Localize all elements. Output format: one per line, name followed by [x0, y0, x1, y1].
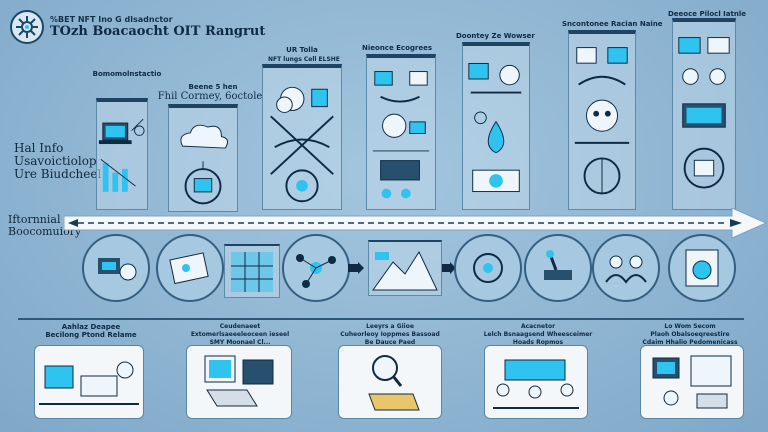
cloud-globe-icon — [180, 124, 229, 205]
node-square-3 — [224, 244, 280, 298]
column-sub-2: Fhil Cormey, 6octole — [157, 91, 263, 102]
bottom-card-3 — [338, 345, 442, 419]
cycle-icon — [473, 253, 503, 283]
computer-setup-icon — [204, 355, 274, 407]
bottom-label-line: Cuheorleoy Ioppmes Bassoad — [340, 331, 440, 338]
stage-panel-1 — [96, 98, 148, 210]
column-sub-3: NFT lungs Cell ELSHE — [268, 56, 340, 63]
side-title-line: Hal Info — [14, 141, 64, 155]
column-label-6: Sncontonee Racian Naine — [562, 20, 663, 28]
bottom-label-line: Ceudenaeet — [219, 323, 261, 330]
header: %BET NFT Ino G dlsadnctor TOzh Boacaocht… — [10, 10, 265, 44]
bottom-label-line: Be Dauce Paed — [364, 339, 416, 346]
bottom-label-line: Leeyrs a Giioe — [366, 323, 414, 330]
bottom-label-4: Acacnetor Lelch Bsnaagsend Wheesceimer H… — [482, 323, 594, 347]
node-circle-2 — [156, 234, 224, 302]
washing-machine-icon — [685, 249, 719, 287]
column-label-4: Nieonce Ecogrees — [362, 44, 432, 52]
axis-label-line: Iftornnial — [8, 213, 61, 226]
stage-panel-3 — [262, 64, 342, 210]
stage-panel-2 — [168, 104, 238, 212]
stage-panel-7 — [672, 18, 736, 210]
bottom-card-5 — [640, 345, 744, 419]
bottom-label-2: Ceudenaeet Extomerlsaeeeleoceen ieseel S… — [180, 323, 300, 347]
database-cloud-icon — [270, 86, 334, 203]
bottom-label-line: Acacnetor — [520, 323, 556, 330]
bottom-label-line: Lelch Bsnaagsend Wheesceimer — [483, 331, 593, 338]
laptop-network-icon — [98, 118, 145, 192]
bottom-label-line: Plaoh Obalsoeqreestire — [650, 331, 730, 338]
column-label-1: Bomomolnstactio — [92, 70, 162, 78]
home-office-icon — [39, 361, 139, 405]
water-drop-icon — [468, 62, 522, 193]
agent-robot-icon — [574, 47, 630, 195]
bottom-label-line: SMY Moonael Cl... — [209, 339, 271, 346]
header-subtitle: %BET NFT Ino G dlsadnctor — [50, 15, 173, 24]
devices-icon — [98, 258, 137, 281]
column-label-3: UR Tolla — [286, 46, 318, 54]
team-workshop-icon — [493, 359, 579, 409]
monitor-devices-icon — [678, 37, 730, 189]
bottom-label-line: Lo Wom Secom — [664, 323, 716, 330]
timeline-axis-label: Iftornnial Boocomuiory — [8, 214, 81, 238]
bottom-label-line: Aahlaz Deapee — [61, 323, 121, 331]
side-title-line: Ure Biudcheel — [14, 167, 102, 181]
header-title: TOzh Boacaocht OIT Rangrut — [50, 24, 266, 39]
mountain-map-icon — [372, 250, 438, 291]
bottom-card-4 — [484, 345, 588, 419]
bottom-label-3: Leeyrs a Giioe Cuheorleoy Ioppmes Bassoa… — [334, 323, 446, 347]
node-network-icon — [296, 254, 336, 288]
node-circle-6 — [454, 234, 522, 302]
side-title: Hal Info Usavoictiolop Ure Biudcheel — [14, 142, 101, 181]
bottom-label-line: Becilong Ptond Relame — [45, 331, 137, 339]
bottom-label-5: Lo Wom Secom Plaoh Obalsoeqreestire Cdai… — [632, 323, 748, 347]
bottom-divider — [18, 318, 744, 320]
stage-panel-5 — [462, 42, 530, 210]
robot-arm-icon — [544, 250, 572, 280]
column-label-5: Doontey Ze Wowser — [456, 32, 535, 40]
node-circle-9 — [668, 234, 736, 302]
network-gear-icon — [10, 10, 44, 44]
bottom-card-2 — [186, 345, 292, 419]
node-square-5 — [368, 240, 442, 296]
data-flow-icon — [372, 71, 430, 199]
bottom-label-line: Hoads Ropmos — [512, 339, 564, 346]
stage-panel-4 — [366, 54, 436, 210]
people-group-icon — [605, 255, 647, 284]
arrow-right-icon — [442, 262, 456, 274]
bottom-label-1: Aahlaz Deapee Becilong Ptond Relame — [36, 323, 146, 339]
side-title-line: Usavoictiolop — [14, 154, 97, 168]
bottom-card-1 — [34, 345, 144, 419]
bottom-label-line: Cdaim Hhalio Pedomenicass — [642, 339, 738, 346]
bottom-label-line: Extomerlsaeeeleoceen ieseel — [190, 331, 290, 338]
magnifier-box-icon — [368, 355, 420, 411]
service-station-icon — [652, 355, 732, 409]
column-label-2: Beene 5 hen — [188, 83, 238, 91]
node-circle-8 — [592, 234, 660, 302]
column-label-7: Deeoce Pilocl Iatnle — [668, 10, 746, 18]
stage-panel-6 — [568, 30, 636, 210]
timeline-arrow — [64, 208, 768, 238]
grid-screen-icon — [231, 252, 273, 292]
node-circle-4 — [282, 234, 350, 302]
axis-label-line: Boocomuiory — [8, 225, 82, 238]
node-circle-7 — [524, 234, 592, 302]
tablet-icon — [169, 252, 209, 285]
arrow-right-icon — [348, 262, 364, 274]
node-circle-1 — [82, 234, 150, 302]
